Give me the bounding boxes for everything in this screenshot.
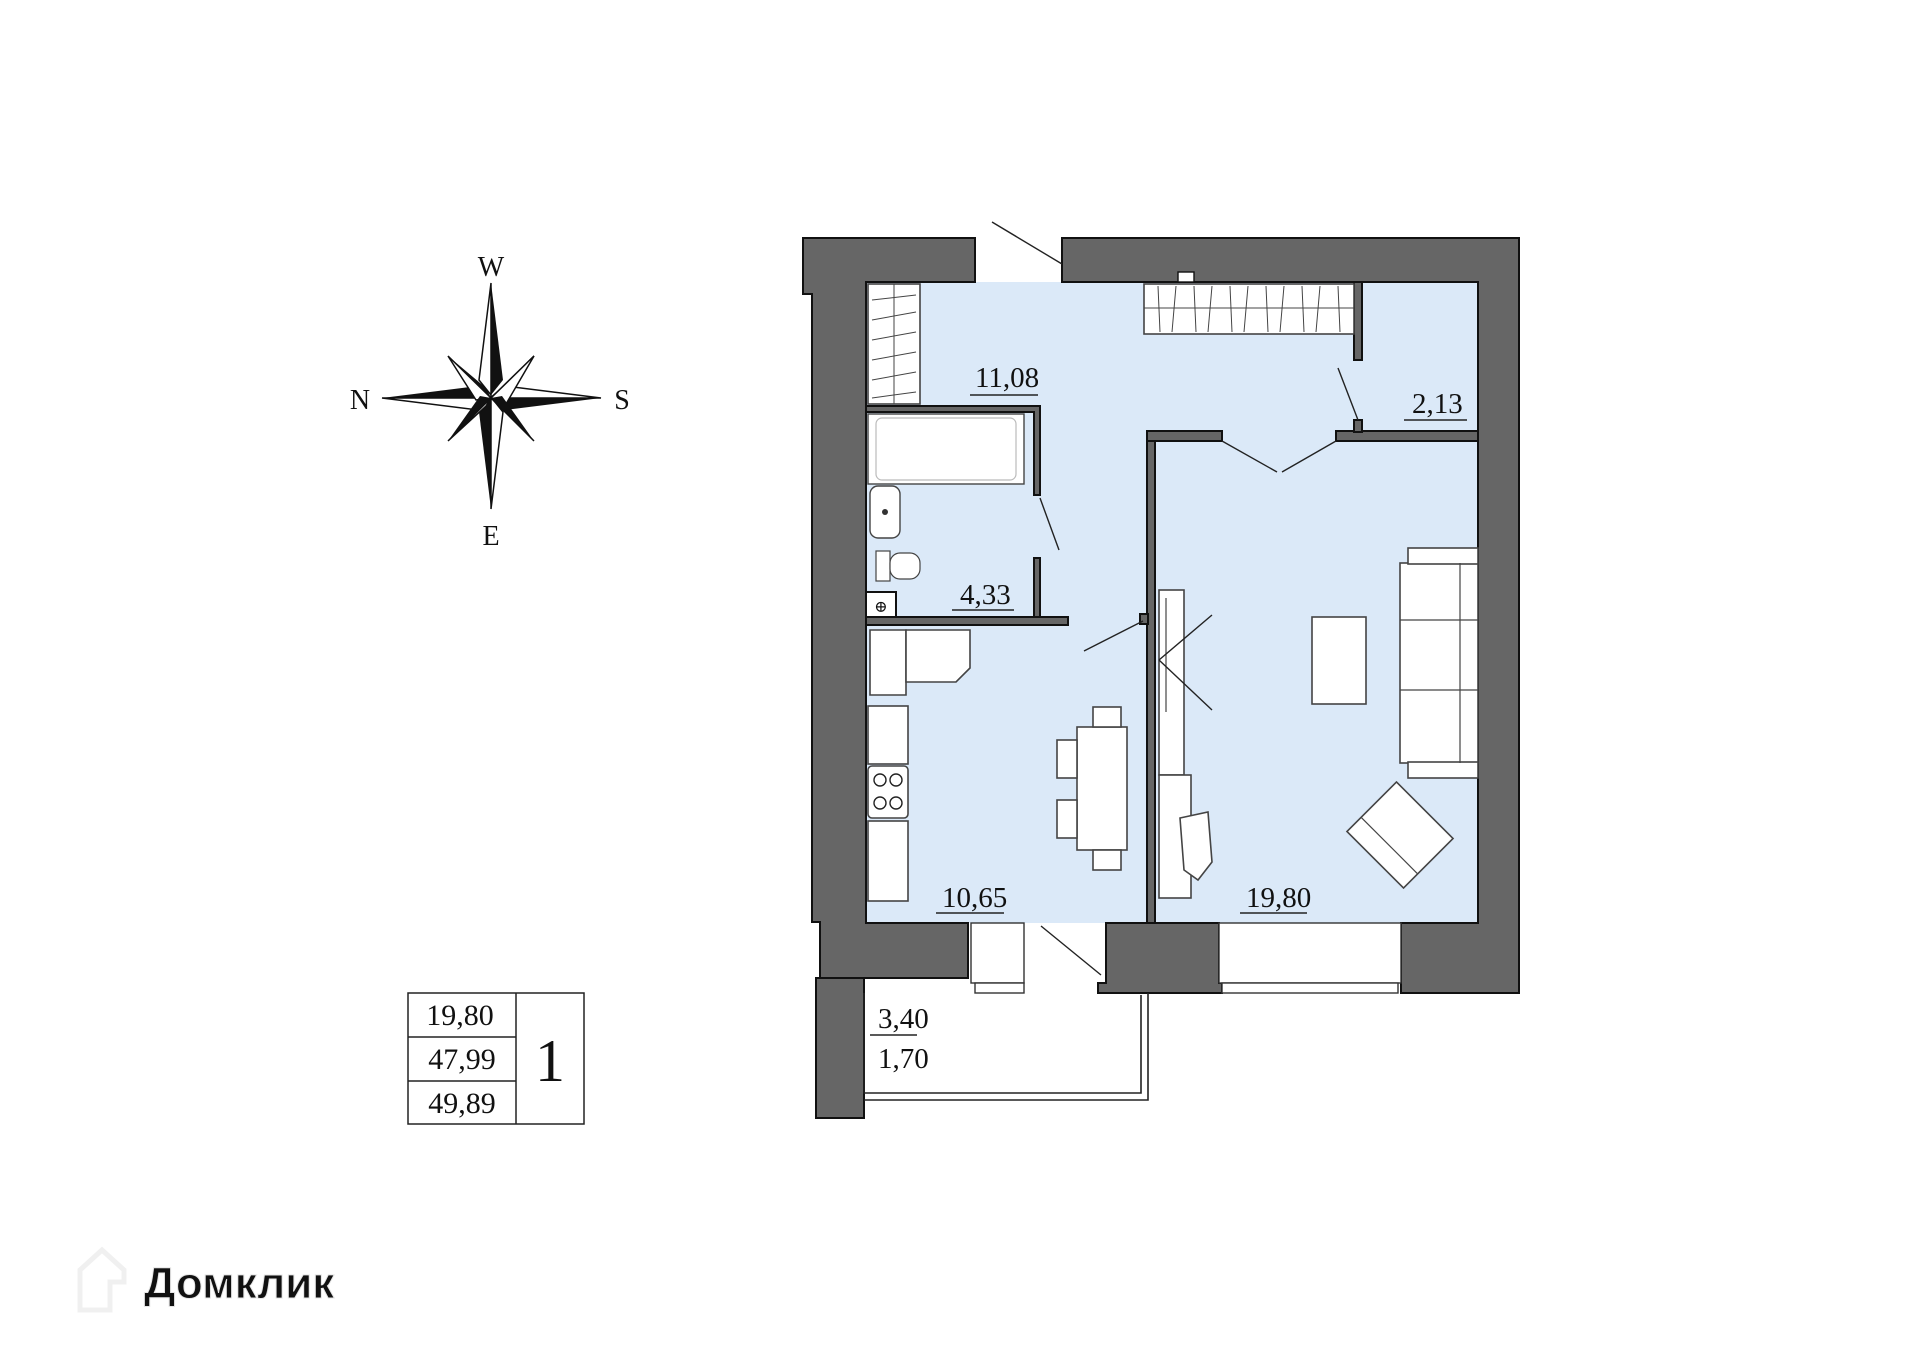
exterior-walls: [802, 237, 1520, 1119]
coffee-table: [1311, 616, 1367, 705]
compass-south-label: S: [614, 385, 630, 416]
total-area-value: 47,99: [428, 1043, 496, 1076]
svg-text:⊕: ⊕: [874, 599, 887, 616]
balcony-reduced-area-label: 1,70: [878, 1043, 929, 1075]
rooms-count-value: 1: [535, 1028, 565, 1094]
compass-east-label: E: [482, 521, 499, 552]
hallway-area-label: 11,08: [975, 362, 1039, 394]
compass-north-label: N: [350, 385, 370, 416]
kitchen-area-label: 10,65: [942, 882, 1007, 914]
armchair: [1345, 780, 1455, 890]
entry-door-swing: [991, 221, 1063, 265]
sink-icon: [869, 485, 901, 539]
domclick-watermark: Домклик: [72, 1240, 432, 1320]
kitchen-counter: [867, 629, 971, 902]
total-with-balcony-value: 49,89: [428, 1087, 496, 1120]
wardrobe-hallway-left: [867, 283, 921, 405]
balcony: [863, 993, 1149, 1101]
sofa: [1399, 547, 1479, 779]
compass-west-label: W: [478, 252, 505, 283]
bathtub-icon: [867, 413, 1025, 485]
living-area-value: 19,80: [426, 999, 494, 1032]
dining-table: [1056, 706, 1128, 871]
living-room-area-label: 19,80: [1246, 882, 1311, 914]
compass-rose-icon: [381, 282, 602, 510]
window-living-room: [1218, 922, 1402, 994]
house-logo-icon: [77, 1246, 127, 1313]
balcony-area-label: 3,40: [878, 1003, 929, 1035]
storage-area-label: 2,13: [1412, 388, 1463, 420]
watermark-text: Домклик: [144, 1259, 335, 1308]
balcony-door-swing: [1040, 925, 1102, 976]
toilet-icon: [875, 550, 921, 582]
summary-table: [407, 992, 585, 1125]
bathroom-area-label: 4,33: [960, 579, 1011, 611]
wardrobe-storage: [1143, 283, 1355, 335]
interior-walls: [865, 281, 1479, 924]
utility-shaft-icon: ⊕: [865, 591, 897, 618]
desk: [1158, 774, 1213, 899]
window-kitchen: [970, 922, 1025, 994]
